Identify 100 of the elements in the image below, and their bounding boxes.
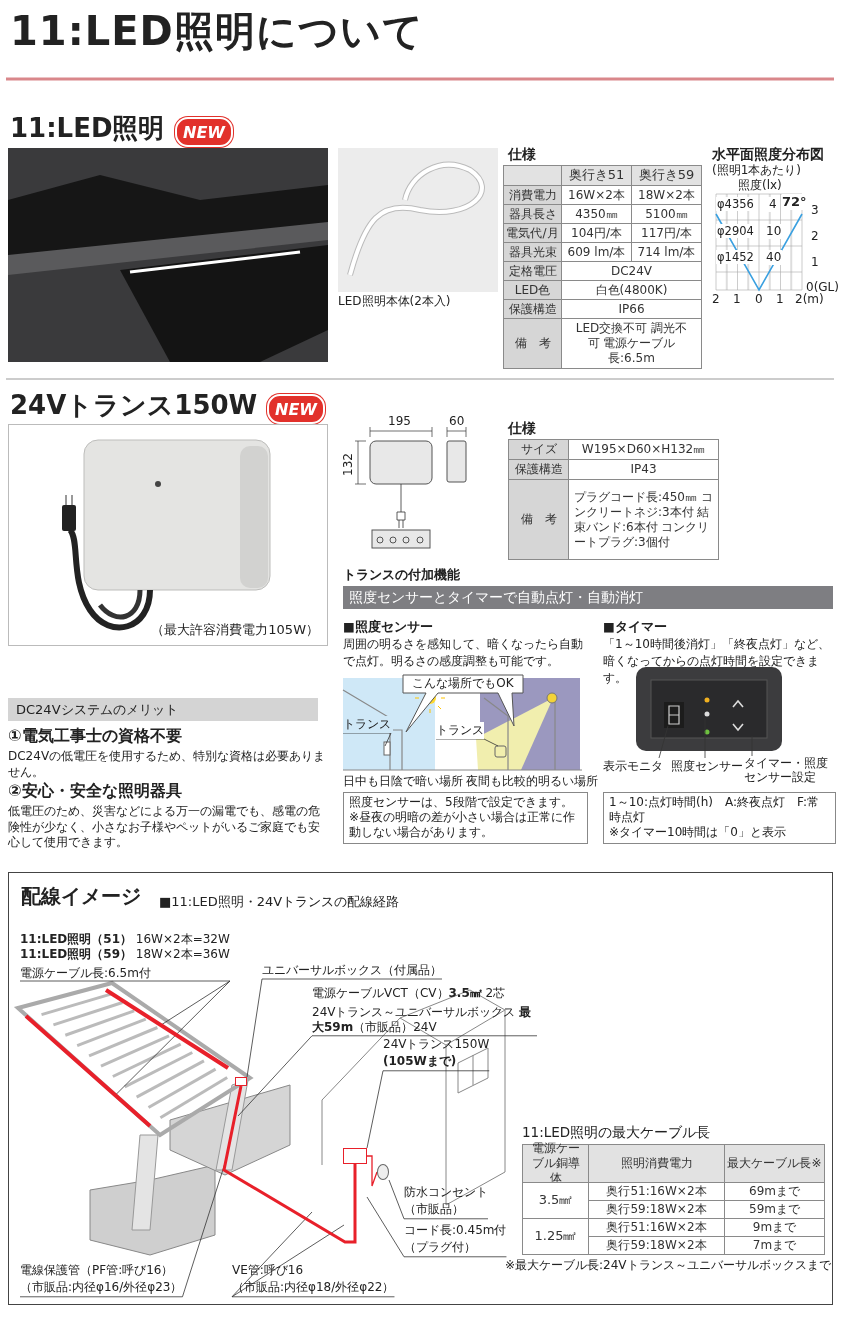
new-badge: NEW <box>175 117 233 147</box>
led-strip <box>23 1013 153 1129</box>
value-label: 4 <box>768 197 778 212</box>
body-text: DC24Vの低電圧を使用するため、特別な資格は必要ありません。 <box>8 749 326 781</box>
junction-box <box>235 1077 247 1086</box>
callout-label: ユニバーサルボックス（付属品） <box>262 962 442 979</box>
table-header-cell: 消費電力 <box>503 185 562 205</box>
leader-line <box>231 1211 395 1298</box>
callout-text: （プラグ付） <box>404 1239 477 1257</box>
table-cell: W195×D60×H132㎜ <box>568 439 719 460</box>
subheading: ■タイマー <box>603 619 667 635</box>
table-title: 仕様 <box>508 146 536 164</box>
callout-text: ※昼夜の明暗の差が小さい場合は正常に作動しない場合があります。 <box>349 810 577 840</box>
tick-label: 1 <box>776 292 784 307</box>
callout-text: 11:LED照明（59） 18W×2本=36W <box>20 947 230 962</box>
table-header-cell: 照明消費電力 <box>588 1144 725 1183</box>
chart-title: 水平面照度分布図 <box>712 146 824 164</box>
section-band: DC24Vシステムのメリット <box>8 698 318 721</box>
value-label: 10 <box>765 224 783 239</box>
callout-text: VE管:呼び16 <box>232 1262 305 1279</box>
callout-text: ※タイマー10時間は「0」と表示 <box>609 825 787 840</box>
section-heading: 11:LED照明 <box>10 112 165 145</box>
leader-line <box>366 1070 490 1149</box>
leader-line <box>231 1224 345 1298</box>
tick-label: 1 <box>733 292 741 307</box>
leader-line <box>246 978 443 1078</box>
leader-line <box>388 1179 489 1220</box>
leader-line <box>160 980 231 1026</box>
table-cell: LED交換不可 調光不可 電源ケーブル長:6.5m <box>561 318 702 369</box>
subheading: ②安心・安全な照明器具 <box>8 781 182 801</box>
callout-label: 照度センサー <box>671 758 743 775</box>
led-strip <box>103 987 231 1071</box>
table-note: ※最大ケーブル長:24Vトランス～ユニバーサルボックスまで <box>505 1258 831 1273</box>
dimension-label: 132 <box>341 453 356 476</box>
callout-text: 24Vトランス～ユニバーサルボックス 最大59m（市販品）24V <box>312 1004 533 1036</box>
panel-heading: 配線イメージ <box>21 883 141 910</box>
dimension-label: 60 <box>449 414 465 429</box>
tick-label: 0 <box>755 292 763 307</box>
callout-label: 表示モニタ <box>603 758 663 775</box>
leader-line <box>366 1196 507 1258</box>
callout-label: タイマー・照度センサー設定 <box>744 756 838 785</box>
section-band: 照度センサーとタイマーで自動点灯・自動消灯 <box>343 586 833 609</box>
value-label: φ4356 <box>716 197 755 212</box>
callout-text: 照度センサーは、5段階で設定できます。 <box>349 795 574 810</box>
table-header-cell: 備 考 <box>503 318 562 369</box>
illustration-caption: 夜間も比較的明るい場所 <box>466 774 598 789</box>
table-header-cell: 定格電圧 <box>503 261 562 281</box>
callout-text: 電線保護管（PF管:呼び16） <box>20 1262 175 1279</box>
callout-text: （市販品:内径φ16/外径φ23） <box>20 1279 183 1297</box>
table-header-cell: 奥行き59 <box>631 165 702 186</box>
transformer-box <box>343 1148 367 1164</box>
tick-label: 2 <box>712 292 720 307</box>
new-badge: NEW <box>267 394 325 424</box>
value-label: 40 <box>765 250 783 265</box>
outlet <box>377 1164 389 1180</box>
table-title: 11:LED照明の最大ケーブル長 <box>522 1124 711 1141</box>
section-heading: 24Vトランス150W <box>10 389 258 422</box>
callout-text: 防水コンセント <box>404 1184 488 1201</box>
table-cell: プラグコード長:450㎜ コンクリートネジ:3本付 結束バンド:6本付 コンクリートプラグ:3個付 <box>568 479 719 560</box>
leader-line <box>237 1035 538 1117</box>
photo-caption: （最大許容消費電力105W） <box>151 621 319 639</box>
dimension-label: 195 <box>388 414 411 429</box>
tick-label: 3 <box>811 203 819 218</box>
table-header-cell: 電気代/月 <box>503 223 562 243</box>
tick-label: 2 <box>811 229 819 244</box>
leader-line <box>114 980 231 1096</box>
callout-text: 11:LED照明（51） 16W×2本=32W <box>20 932 230 947</box>
callout-text: 電源ケーブルVCT（CV）3.5㎟ 2芯 <box>312 986 507 1002</box>
illustration-caption: 日中も日陰で暗い場所 <box>343 774 463 789</box>
leader-line <box>658 725 669 759</box>
table-header-cell: 器具長さ <box>503 204 562 224</box>
table-header-cell: 備 考 <box>508 479 569 560</box>
table-cell: 1.25㎟ <box>522 1218 589 1255</box>
note-box <box>603 792 836 844</box>
wiring-panel <box>8 872 833 1305</box>
axis-label: 照度(lx) <box>738 178 782 193</box>
callout-text: コード長:0.45m付 <box>404 1222 507 1239</box>
cable <box>366 1155 378 1187</box>
body-text: 「1～10時間後消灯」「終夜点灯」など、暗くなってからの点灯時間を設定できます。 <box>603 636 831 687</box>
page-title: 11:LED照明について <box>10 7 424 56</box>
tick-label: 2(m) <box>795 292 824 307</box>
leader-line <box>19 980 231 982</box>
photo-frame <box>8 424 328 646</box>
table-header-cell: 保護構造 <box>503 299 562 319</box>
chart-note: (照明1本あたり) <box>712 163 801 178</box>
tick-label: 0(GL) <box>806 280 839 294</box>
callout-label: トランス <box>436 722 484 739</box>
callout-text: (105Wまで) <box>383 1053 458 1071</box>
value-label: φ1452 <box>716 250 755 265</box>
table-header-cell: 器具光束 <box>503 242 562 262</box>
callout-text: 24Vトランス150W <box>383 1036 490 1053</box>
body-text: 低電圧のため、災害などによる万一の漏電でも、感電の危険性が少なく、小さなお子様やペットがいるご家庭でも安心して使用できます。 <box>8 804 321 851</box>
table-title: 仕様 <box>508 420 536 438</box>
table-header-cell: 最大ケーブル長※ <box>724 1144 825 1183</box>
callout-text: 1～10:点灯時間(h) A:終夜点灯 F:常時点灯 <box>609 795 820 825</box>
tick-label: 1 <box>811 255 819 270</box>
body-text: 周囲の明るさを感知して、暗くなったら自動で点灯。明るさの感度調整も可能です。 <box>343 636 584 670</box>
table-header-cell: 電源ケーブル銅導体 <box>522 1144 589 1183</box>
photo-caption: LED照明本体(2本入) <box>338 294 451 309</box>
callout-text: 電源ケーブル長:6.5m付 <box>20 966 152 981</box>
